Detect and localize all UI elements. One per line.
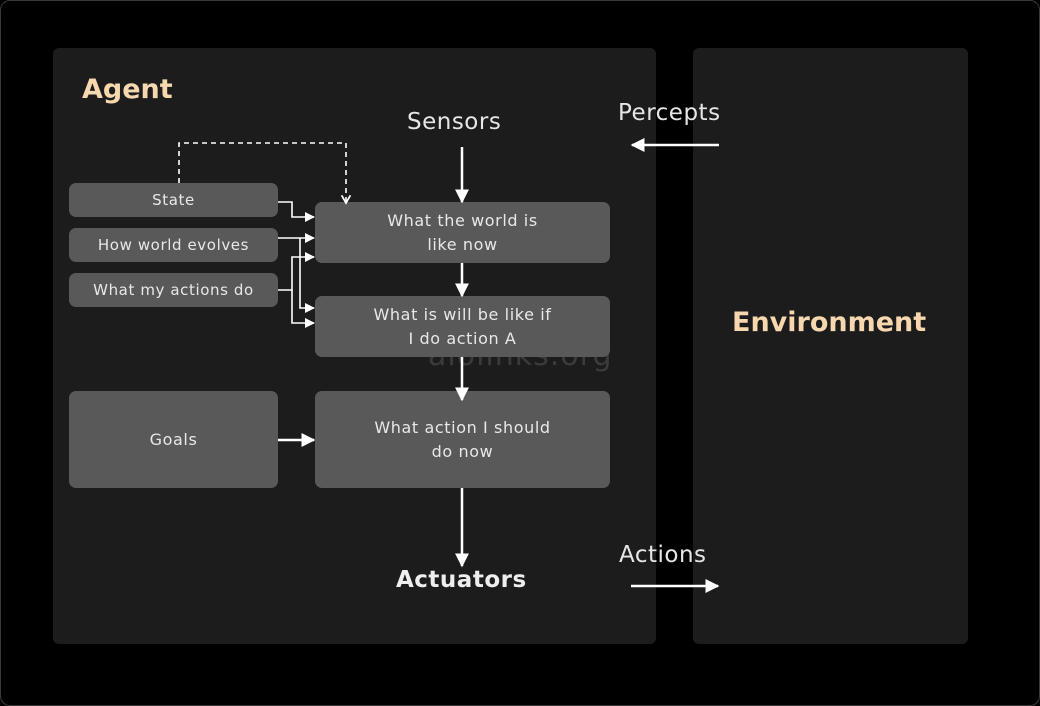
evolves-to-future-arrow <box>299 238 315 313</box>
goals-label: Goals <box>149 429 198 449</box>
what-my-actions-do-label: What my actions do <box>93 281 254 299</box>
action-box: What action I should do now <box>315 391 610 488</box>
actions-label: Actions <box>619 542 707 568</box>
future-label: What is will be like if I do action A <box>373 304 552 348</box>
actuators-label: Actuators <box>396 567 527 593</box>
state-box-label: State <box>152 191 195 209</box>
environment-title: Environment <box>732 307 927 338</box>
sensors-label: Sensors <box>407 109 502 135</box>
what-my-actions-do-box: What my actions do <box>69 273 278 307</box>
world-now-box: What the world is like now <box>315 202 610 263</box>
future-box: What is will be like if I do action A <box>315 296 610 357</box>
state-box: State <box>69 183 278 217</box>
myactions-to-future-arrow <box>291 290 315 328</box>
world-now-label: What the world is like now <box>387 210 538 254</box>
state-feedback-dashed-arrow <box>178 142 352 205</box>
goals-box: Goals <box>69 391 278 488</box>
how-world-evolves-box: How world evolves <box>69 228 278 262</box>
environment-panel <box>693 48 968 644</box>
percepts-label: Percepts <box>618 100 721 126</box>
state-to-world-arrow <box>278 201 315 222</box>
agent-title: Agent <box>82 74 173 105</box>
myactions-to-world-arrow <box>278 252 315 291</box>
action-label: What action I should do now <box>374 417 551 461</box>
how-world-evolves-label: How world evolves <box>97 236 250 254</box>
